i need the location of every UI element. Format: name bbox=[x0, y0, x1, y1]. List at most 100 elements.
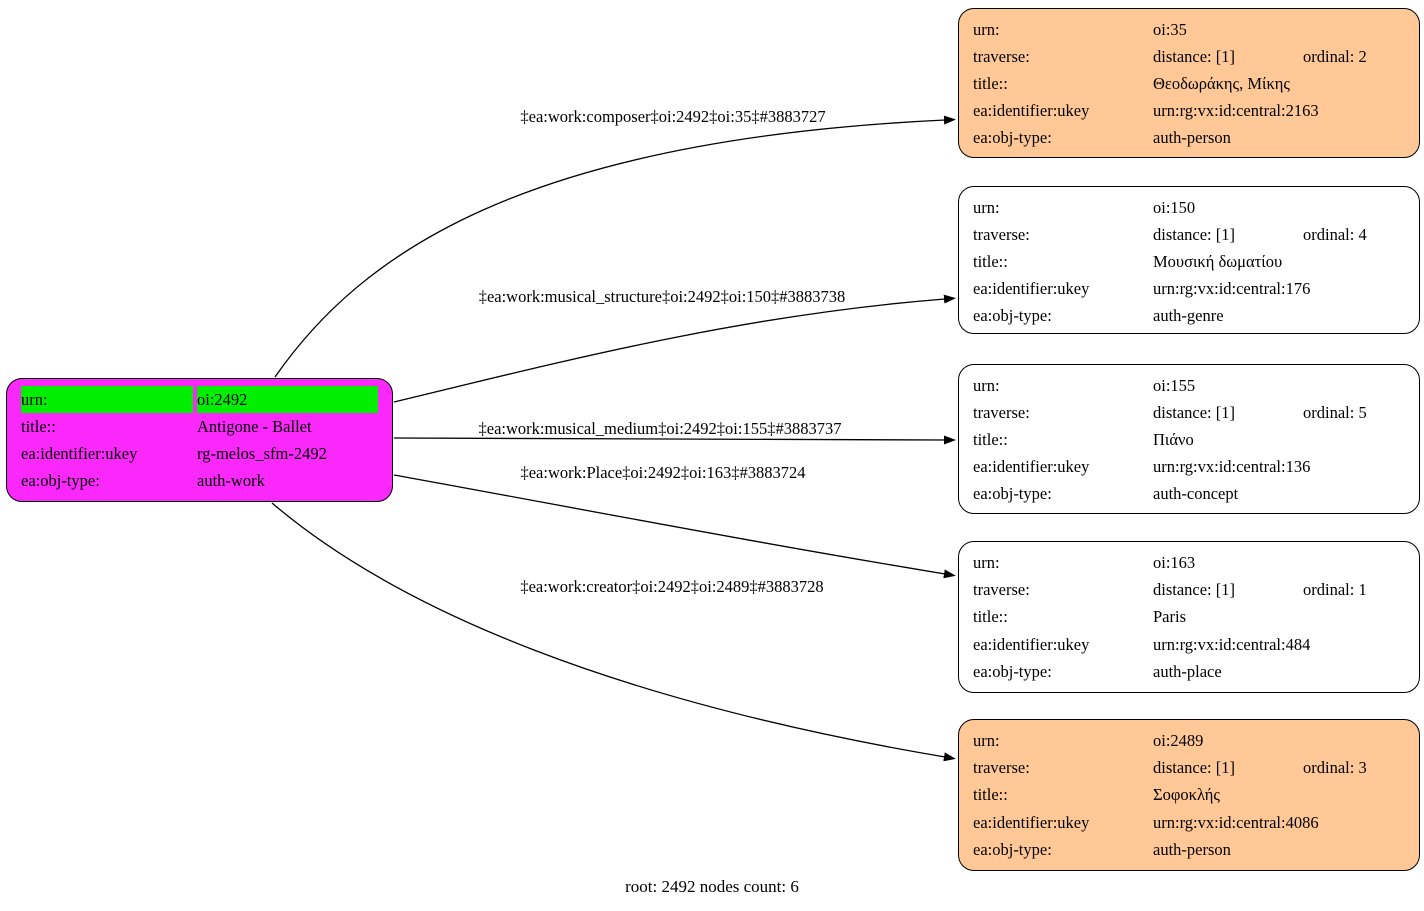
edge-label-musical-structure: ‡ea:work:musical_structure‡oi:2492‡oi:15… bbox=[478, 287, 846, 306]
field-key: ea:identifier:ukey bbox=[973, 101, 1090, 120]
node-row-title: title:: Θεοδωράκης, Μίκης bbox=[959, 70, 1419, 97]
edge-label-composer: ‡ea:work:composer‡oi:2492‡oi:35‡#3883727 bbox=[520, 107, 826, 126]
field-key: urn: bbox=[973, 731, 1000, 751]
ordinal-value: ordinal: 5 bbox=[1303, 403, 1367, 422]
field-value: urn:rg:vx:id:central:136 bbox=[1153, 457, 1311, 476]
field-key: urn: bbox=[973, 198, 1000, 217]
distance-value: distance: [1] bbox=[1153, 580, 1236, 600]
field-value: urn:rg:vx:id:central:4086 bbox=[1153, 812, 1319, 832]
root-node-oi-2492: urn: oi:2492 title:: Antigone - Ballet e… bbox=[6, 378, 393, 502]
edge-creator bbox=[271, 502, 956, 762]
node-row-traverse: traverse: distance: [1] ordinal: 1 bbox=[959, 576, 1419, 603]
field-value: Antigone - Ballet bbox=[197, 417, 312, 436]
distance-value: distance: [1] bbox=[1153, 47, 1236, 66]
node-row-urn: urn: oi:150 bbox=[959, 194, 1419, 221]
field-key: traverse: bbox=[973, 403, 1030, 422]
node-row-ukey: ea:identifier:ukey urn:rg:vx:id:central:… bbox=[959, 275, 1419, 302]
edge-label-creator: ‡ea:work:creator‡oi:2492‡oi:2489‡#388372… bbox=[520, 577, 824, 596]
node-oi-2489: urn: oi:2489 traverse: distance: [1] ordi… bbox=[958, 719, 1420, 871]
edge-musical-structure bbox=[393, 294, 956, 403]
node-row-urn: urn: oi:155 bbox=[959, 372, 1419, 399]
field-key: ea:obj-type: bbox=[21, 471, 100, 490]
field-key: urn: bbox=[973, 553, 1000, 573]
field-key: title:: bbox=[973, 252, 1008, 271]
node-row-title: title:: Σοφοκλής bbox=[959, 781, 1419, 808]
field-value: auth-person bbox=[1153, 839, 1231, 859]
field-key: title:: bbox=[973, 74, 1008, 93]
ordinal-value: ordinal: 4 bbox=[1303, 225, 1367, 244]
node-row-ukey: ea:identifier:ukey urn:rg:vx:id:central:… bbox=[959, 809, 1419, 836]
root-row-urn: urn: oi:2492 bbox=[7, 386, 392, 413]
field-key: title:: bbox=[21, 417, 56, 436]
node-row-ukey: ea:identifier:ukey urn:rg:vx:id:central:… bbox=[959, 453, 1419, 480]
field-value: oi:2492 bbox=[197, 386, 378, 413]
field-value: Μουσική δωματίου bbox=[1153, 252, 1283, 271]
field-value: oi:2489 bbox=[1153, 731, 1204, 751]
field-key: title:: bbox=[973, 785, 1008, 805]
field-key: ea:identifier:ukey bbox=[973, 279, 1090, 298]
node-row-urn: urn: oi:2489 bbox=[959, 727, 1419, 754]
field-value: distance: [1] ordinal: 2 bbox=[1153, 43, 1405, 70]
field-key: urn: bbox=[973, 20, 1000, 39]
field-value: urn:rg:vx:id:central:484 bbox=[1153, 634, 1311, 654]
field-value: oi:163 bbox=[1153, 553, 1196, 573]
node-oi-163: urn: oi:163 traverse: distance: [1] ordin… bbox=[958, 541, 1420, 693]
field-key: urn: bbox=[21, 386, 193, 413]
node-row-traverse: traverse: distance: [1] ordinal: 4 bbox=[959, 221, 1419, 248]
field-key: title:: bbox=[973, 607, 1008, 627]
field-key: title:: bbox=[973, 430, 1008, 449]
node-row-objtype: ea:obj-type: auth-person bbox=[959, 124, 1419, 151]
field-key: ea:obj-type: bbox=[973, 484, 1052, 503]
node-row-ukey: ea:identifier:ukey urn:rg:vx:id:central:… bbox=[959, 97, 1419, 124]
field-key: ea:identifier:ukey bbox=[21, 444, 138, 463]
node-row-objtype: ea:obj-type: auth-place bbox=[959, 658, 1419, 685]
edge-place bbox=[393, 474, 956, 579]
field-key: ea:obj-type: bbox=[973, 306, 1052, 325]
field-key: traverse: bbox=[973, 225, 1030, 244]
distance-value: distance: [1] bbox=[1153, 403, 1236, 422]
node-row-title: title:: Πιάνο bbox=[959, 426, 1419, 453]
edge-label-place: ‡ea:work:Place‡oi:2492‡oi:163‡#3883724 bbox=[520, 463, 806, 482]
node-row-objtype: ea:obj-type: auth-genre bbox=[959, 302, 1419, 329]
field-value: distance: [1] ordinal: 3 bbox=[1153, 754, 1405, 781]
node-row-objtype: ea:obj-type: auth-person bbox=[959, 836, 1419, 863]
field-value: Paris bbox=[1153, 607, 1186, 627]
field-value: auth-genre bbox=[1153, 306, 1224, 325]
node-row-traverse: traverse: distance: [1] ordinal: 3 bbox=[959, 754, 1419, 781]
distance-value: distance: [1] bbox=[1153, 758, 1236, 778]
root-row-ukey: ea:identifier:ukey rg-melos_sfm-2492 bbox=[7, 440, 392, 467]
ordinal-value: ordinal: 1 bbox=[1303, 580, 1367, 600]
ordinal-value: ordinal: 2 bbox=[1303, 47, 1367, 66]
field-value: auth-person bbox=[1153, 128, 1231, 147]
field-value: urn:rg:vx:id:central:176 bbox=[1153, 279, 1311, 298]
field-key: ea:identifier:ukey bbox=[973, 457, 1090, 476]
node-row-urn: urn: oi:35 bbox=[959, 16, 1419, 43]
graph-caption: root: 2492 nodes count: 6 bbox=[625, 877, 799, 896]
field-key: urn: bbox=[973, 376, 1000, 395]
edge-composer bbox=[274, 115, 956, 378]
edge-label-musical-medium: ‡ea:work:musical_medium‡oi:2492‡oi:155‡#… bbox=[478, 419, 842, 438]
node-row-traverse: traverse: distance: [1]ordinal: 2 bbox=[959, 43, 1419, 70]
field-value: oi:35 bbox=[1153, 20, 1187, 39]
root-row-objtype: ea:obj-type: auth-work bbox=[7, 467, 392, 494]
node-oi-150: urn: oi:150 traverse: distance: [1] ordin… bbox=[958, 186, 1420, 334]
field-value: oi:150 bbox=[1153, 198, 1196, 217]
field-value: urn:rg:vx:id:central:2163 bbox=[1153, 101, 1319, 120]
node-row-title: title:: Μουσική δωματίου bbox=[959, 248, 1419, 275]
field-value: distance: [1] ordinal: 4 bbox=[1153, 221, 1405, 248]
node-row-ukey: ea:identifier:ukey urn:rg:vx:id:central:… bbox=[959, 631, 1419, 658]
field-value: distance: [1] ordinal: 1 bbox=[1153, 576, 1405, 603]
field-key: traverse: bbox=[973, 758, 1030, 778]
ordinal-value: ordinal: 3 bbox=[1303, 758, 1367, 778]
node-row-traverse: traverse: distance: [1] ordinal: 5 bbox=[959, 399, 1419, 426]
distance-value: distance: [1] bbox=[1153, 225, 1236, 244]
field-value: Θεοδωράκης, Μίκης bbox=[1153, 74, 1290, 93]
field-key: traverse: bbox=[973, 580, 1030, 600]
field-key: ea:identifier:ukey bbox=[973, 812, 1090, 832]
field-key: ea:obj-type: bbox=[973, 839, 1052, 859]
field-value: auth-place bbox=[1153, 661, 1222, 681]
node-row-urn: urn: oi:163 bbox=[959, 549, 1419, 576]
node-oi-155: urn: oi:155 traverse: distance: [1] ordin… bbox=[958, 364, 1420, 514]
root-row-title: title:: Antigone - Ballet bbox=[7, 413, 392, 440]
